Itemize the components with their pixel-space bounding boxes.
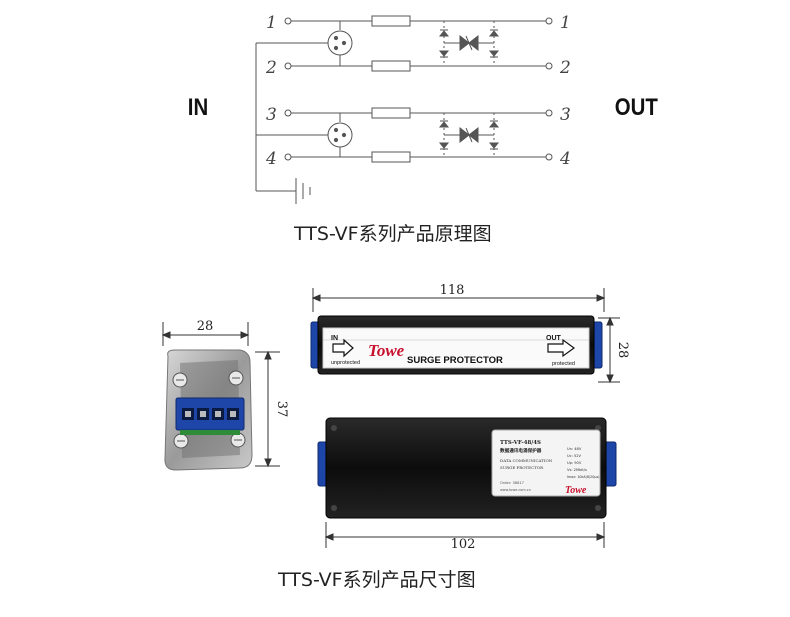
tvs-diode-bridge-2 — [438, 113, 500, 157]
label-spec-3: Up: 90V — [567, 461, 582, 465]
schematic — [255, 15, 553, 204]
label-spec-1: Un: 48V — [567, 447, 582, 451]
gas-discharge-tube-2 — [256, 113, 353, 157]
pin-label-left-3: 3 — [266, 105, 277, 125]
front-view: 118 28 IN unprotected Towe SURGE PROTECT… — [310, 283, 630, 384]
out-arrow-icon — [547, 338, 576, 358]
pin-label-right-1: 1 — [560, 13, 571, 33]
top-height-label: 28 — [615, 342, 630, 359]
front-out-sub: protected — [552, 361, 575, 367]
label-model: TTS-VF-48/4S — [500, 440, 541, 446]
end-view: 28 37 — [161, 319, 289, 471]
label-en-line1: DATA COMMUNICATION — [500, 458, 553, 463]
in-label: IN — [187, 94, 209, 121]
front-title: SURGE PROTECTOR — [407, 355, 503, 366]
pin-label-left-2: 2 — [265, 58, 277, 78]
end-width-label: 28 — [197, 319, 214, 334]
front-in-label: IN — [331, 335, 338, 342]
pin-label-left-1: 1 — [266, 13, 277, 33]
end-height-dimension — [255, 350, 280, 468]
brand-logo-front: Towe — [368, 341, 405, 360]
end-screws — [172, 370, 246, 449]
label-cn-name: 数据通讯电涌保护器 — [500, 447, 542, 454]
pin-label-right-3: 3 — [560, 105, 571, 125]
label-spec-4: Vs: 2Mbit/s — [567, 468, 587, 472]
label-order: Order: 38817 — [500, 481, 524, 485]
gas-discharge-tube-1 — [256, 21, 353, 66]
top-height-dimension — [598, 316, 620, 384]
signal-line-1 — [284, 15, 553, 27]
label-en-line2: SURGE PROTECTOR — [500, 465, 544, 470]
terminal-block-end — [175, 397, 245, 435]
pin-label-right-2: 2 — [559, 58, 571, 78]
signal-line-3 — [284, 107, 553, 119]
label-spec-5: Imax: 10kA(8/20μs) — [567, 475, 599, 479]
tvs-diode-bridge-1 — [438, 21, 500, 66]
ground-bus — [255, 43, 311, 204]
signal-line-2 — [284, 60, 553, 72]
top-length-dimension — [311, 288, 606, 312]
side-view: TTS-VF-48/4S 数据通讯电涌保护器 DATA COMMUNICATIO… — [317, 417, 617, 552]
in-arrow-icon — [332, 338, 354, 358]
pin-label-left-4: 4 — [265, 149, 277, 169]
front-in-sub: unprotected — [331, 360, 360, 366]
dimension-caption: TTS-VF系列产品尺寸图 — [278, 569, 476, 591]
signal-line-4 — [284, 151, 553, 163]
pin-label-right-4: 4 — [559, 149, 571, 169]
brand-logo-label: Towe — [565, 485, 587, 496]
end-height-label: 37 — [274, 401, 289, 418]
top-length-label: 118 — [440, 283, 465, 298]
bottom-length-dimension — [324, 522, 606, 548]
front-out-label: OUT — [546, 335, 562, 342]
label-spec-2: Uc: 52V — [567, 454, 582, 458]
spec-label — [491, 429, 601, 497]
bottom-length-label: 102 — [451, 537, 476, 552]
label-website: www.towe.com.cn — [500, 488, 531, 492]
out-label: OUT — [614, 94, 658, 121]
schematic-caption: TTS-VF系列产品原理图 — [294, 223, 492, 245]
end-width-dimension — [161, 322, 250, 346]
